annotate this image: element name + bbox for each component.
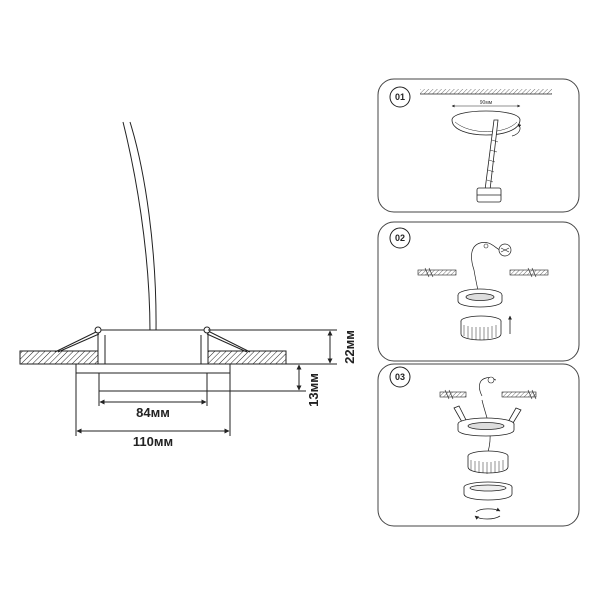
ceiling-left: [19, 350, 99, 365]
main-drawing: 84мм 110мм 13мм 22мм: [19, 121, 357, 449]
step-panel-02: 02: [377, 221, 580, 362]
dimension-label-inner-width: 84мм: [136, 405, 170, 420]
step-badge: [389, 86, 411, 108]
panel-border: [377, 78, 580, 213]
step-number: 02: [395, 233, 405, 243]
retaining-ring: [463, 481, 513, 501]
step-badge: [389, 366, 411, 388]
ceiling-left: [439, 391, 467, 398]
dimension-22: [208, 329, 337, 365]
lamp-module: [460, 315, 502, 341]
drill-bit-icon: [476, 119, 502, 203]
housing-ring: [457, 417, 515, 437]
hole-diameter-label: 90мм: [480, 100, 493, 106]
panel-border: [377, 363, 580, 527]
step-number: 03: [395, 372, 405, 382]
fixture-body: [97, 329, 209, 365]
housing-ring: [457, 288, 503, 308]
ceiling-hatch: [420, 89, 552, 94]
step-panel-03: 03: [377, 363, 580, 527]
dimension-label-depth: 13мм: [306, 373, 321, 407]
ceiling-hole: [451, 110, 521, 136]
dimension-84: [98, 391, 208, 406]
ceiling-right: [501, 391, 537, 398]
dimension-label-outer-width: 110мм: [133, 434, 173, 449]
spring-clips: [453, 405, 522, 424]
trim-ring: [75, 363, 231, 392]
dimension-label-total-height: 22мм: [342, 330, 357, 364]
connector-icon: [487, 376, 495, 384]
power-cable: [122, 121, 157, 333]
step-badge: [389, 227, 411, 249]
ceiling-left: [417, 269, 457, 276]
lamp-module: [467, 450, 509, 474]
step-number: 01: [395, 92, 405, 102]
ceiling-right: [207, 350, 287, 365]
rotate-icon: [474, 507, 501, 520]
step-panel-01: 01 90мм: [377, 78, 580, 213]
dimension-110: [75, 373, 231, 436]
power-wire: [471, 242, 501, 271]
